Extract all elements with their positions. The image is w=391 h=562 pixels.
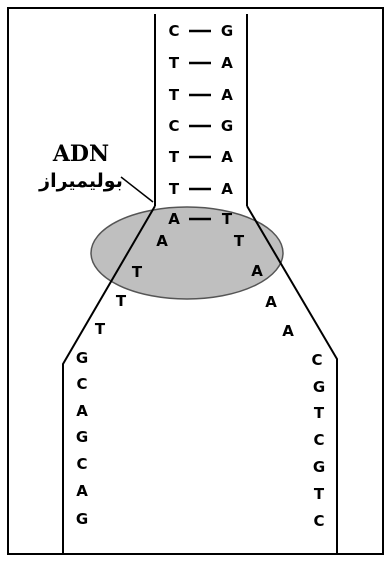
fork-strand-left bbox=[62, 205, 156, 553]
left-strand-base: A bbox=[76, 402, 88, 420]
left-strand-base: T bbox=[95, 320, 106, 338]
right-strand-base: G bbox=[313, 458, 325, 476]
left-strand-base: T bbox=[116, 292, 127, 310]
base-right: G bbox=[221, 22, 233, 40]
enzyme-label-latin: ADN bbox=[52, 141, 109, 167]
right-strand-base: T bbox=[314, 485, 325, 503]
fork-strand-right bbox=[246, 205, 338, 553]
base-left: A bbox=[168, 210, 180, 228]
left-strand-base: G bbox=[76, 349, 88, 367]
right-strand-base: A bbox=[251, 262, 263, 280]
base-right: A bbox=[221, 180, 233, 198]
left-strand-base: C bbox=[76, 375, 87, 393]
base-left: T bbox=[169, 180, 180, 198]
right-strand-base: A bbox=[282, 322, 294, 340]
enzyme-pointer-line bbox=[120, 176, 154, 203]
right-strand-base: C bbox=[313, 431, 324, 449]
left-strand-base: A bbox=[156, 232, 168, 250]
right-strand-base: C bbox=[311, 351, 322, 369]
base-right: T bbox=[222, 210, 233, 228]
left-strand-base: T bbox=[132, 263, 143, 281]
base-left: T bbox=[169, 148, 180, 166]
right-strand-base: T bbox=[314, 404, 325, 422]
right-strand-base: G bbox=[313, 378, 325, 396]
right-strand-base: A bbox=[265, 293, 277, 311]
left-strand-base: G bbox=[76, 510, 88, 528]
left-strand-base: G bbox=[76, 428, 88, 446]
base-right: A bbox=[221, 148, 233, 166]
dna-polymerase-ellipse bbox=[90, 206, 284, 300]
left-strand-base: C bbox=[76, 455, 87, 473]
base-left: T bbox=[169, 54, 180, 72]
right-strand-base: C bbox=[313, 512, 324, 530]
base-right: A bbox=[221, 54, 233, 72]
base-left: C bbox=[168, 22, 179, 40]
base-left: C bbox=[168, 117, 179, 135]
left-strand-base: A bbox=[76, 482, 88, 500]
enzyme-label-arabic: بوليميراز bbox=[38, 170, 123, 192]
base-right: A bbox=[221, 86, 233, 104]
base-right: G bbox=[221, 117, 233, 135]
right-strand-base: T bbox=[234, 232, 245, 250]
base-left: T bbox=[169, 86, 180, 104]
